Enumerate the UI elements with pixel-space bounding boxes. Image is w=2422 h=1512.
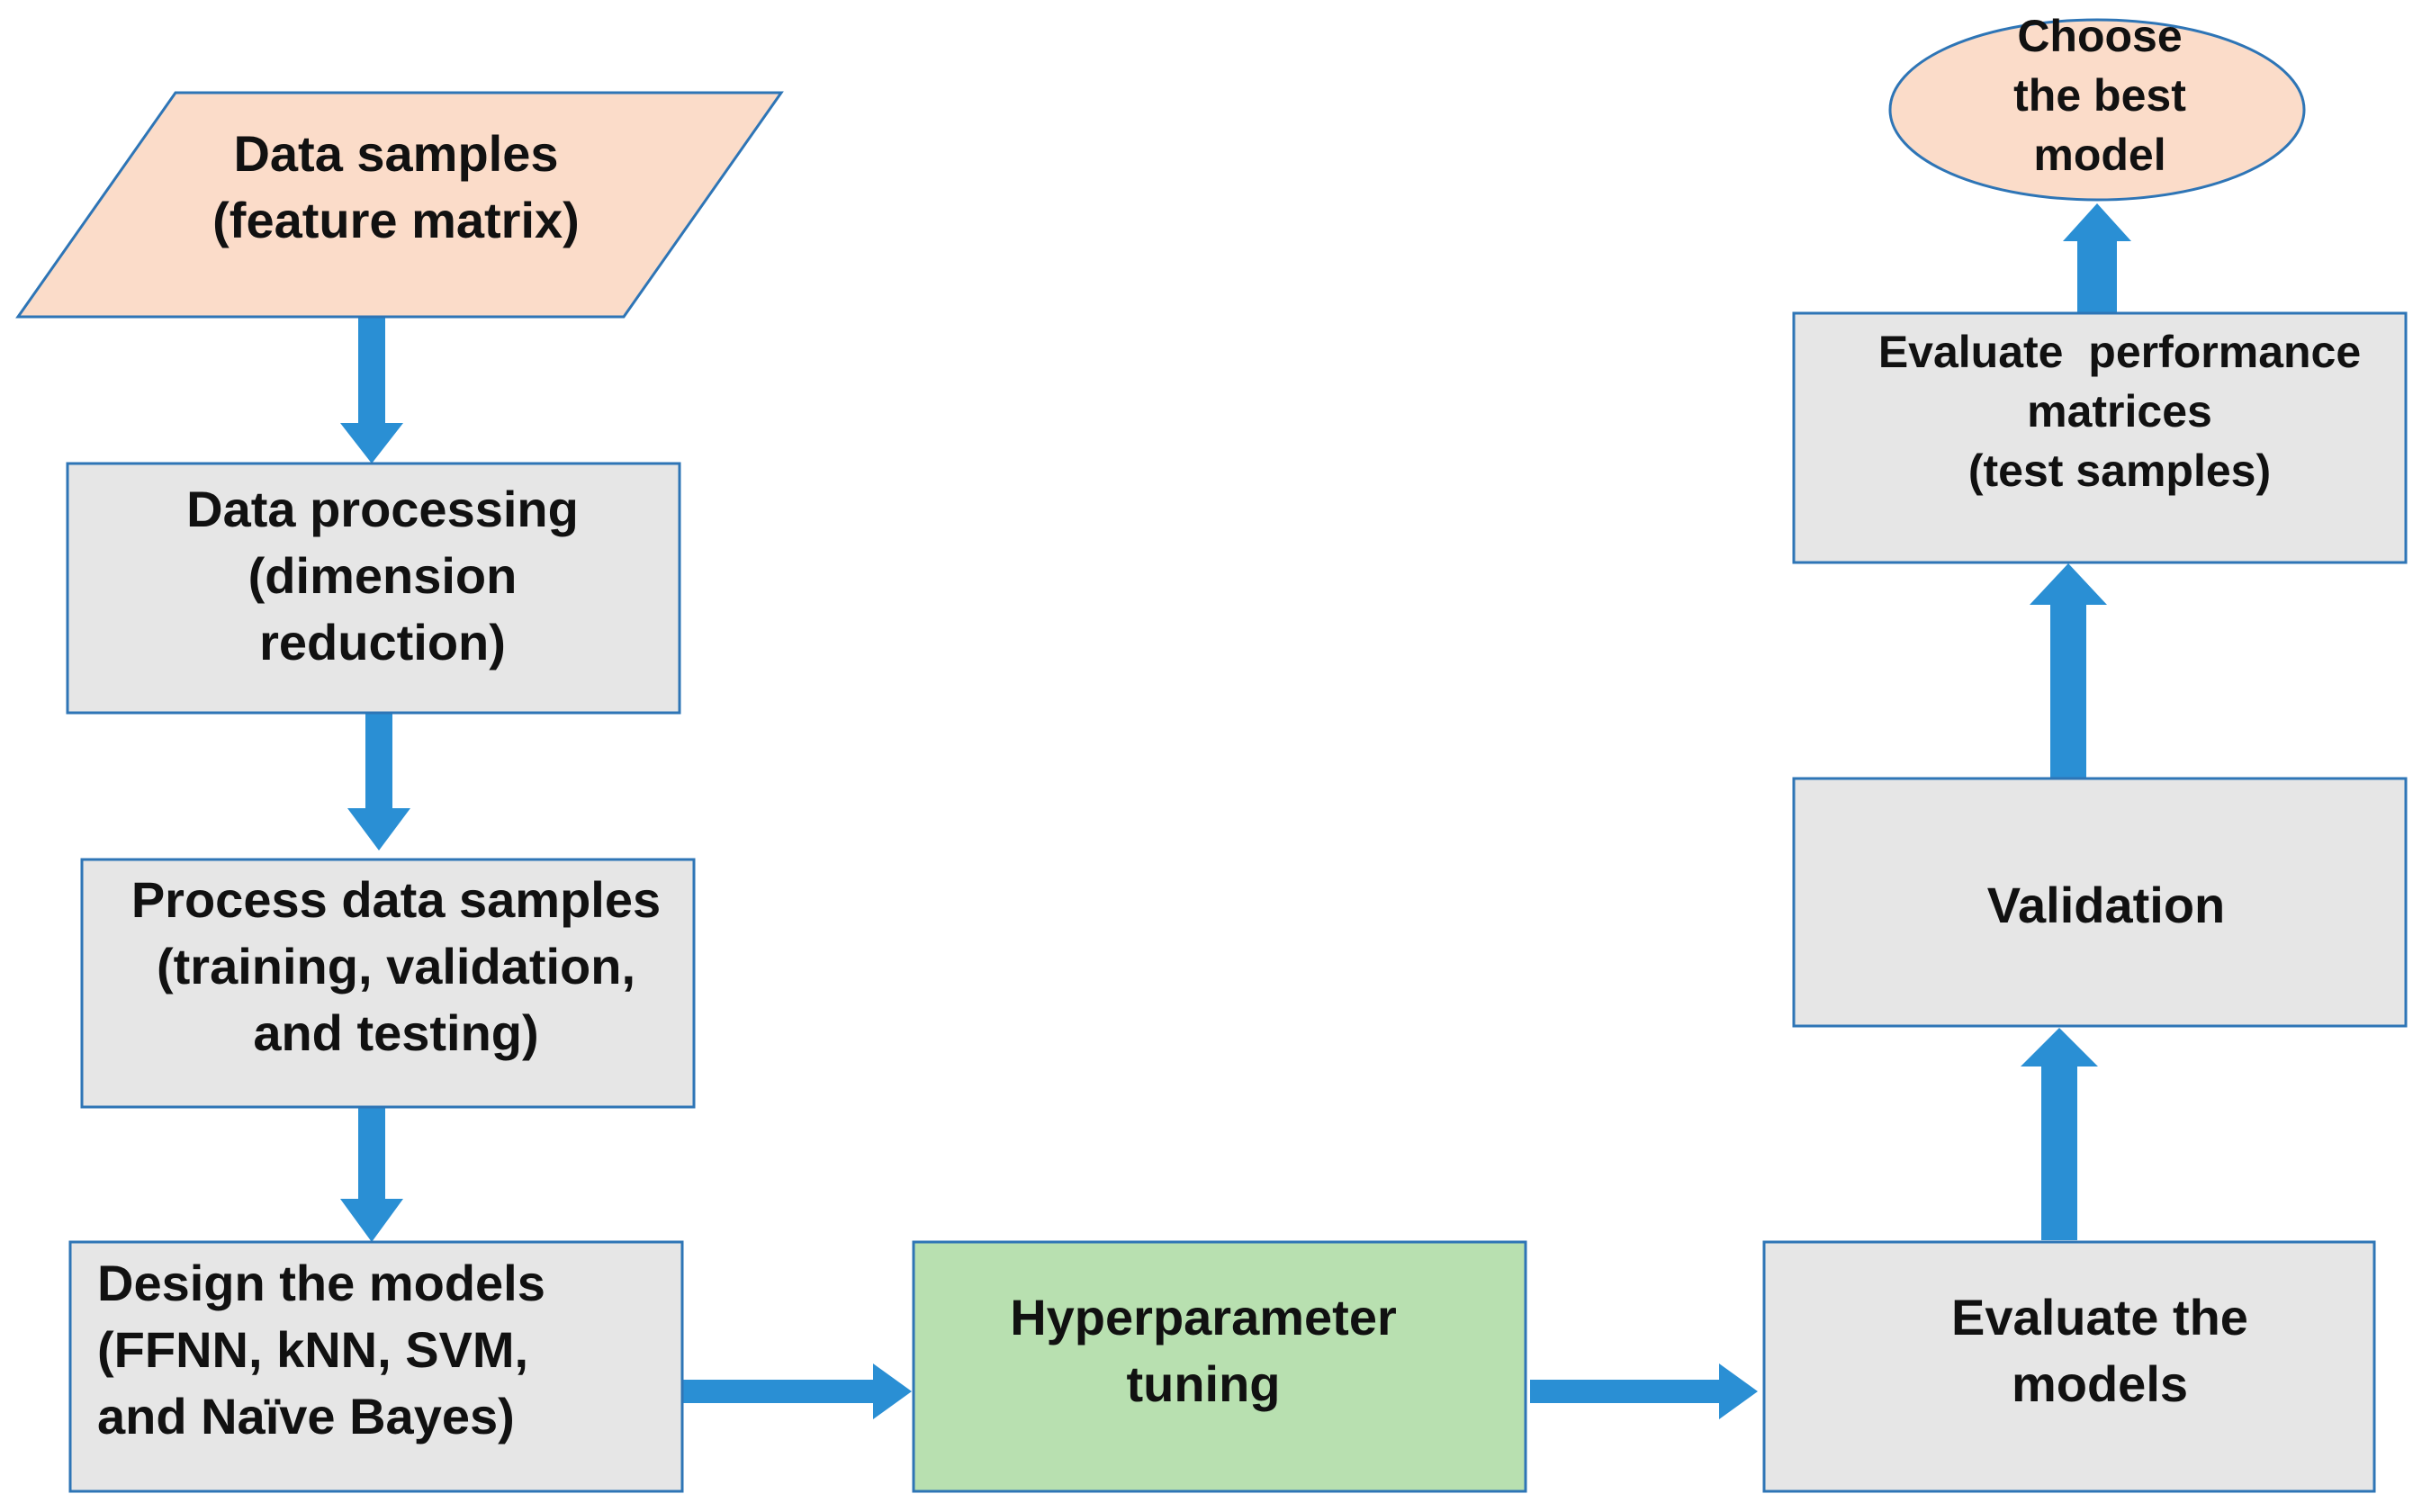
label-line: and Naïve Bayes) — [97, 1388, 515, 1444]
label-line: reduction) — [259, 614, 506, 670]
label-line: (feature matrix) — [212, 192, 580, 248]
evaluate-performance-label: Evaluate performance matrices (test sample… — [1878, 327, 2361, 496]
choose-best-model-label: Choose the best model — [2013, 11, 2186, 180]
label-line: and testing) — [253, 1004, 538, 1061]
label-line: (dimension — [248, 547, 518, 604]
label-line: Validation — [1987, 877, 2226, 933]
validation-node — [1792, 777, 2408, 1028]
process-samples-label: Process data samples (training, validatio… — [131, 871, 661, 1061]
label-line: Hyperparameter — [1010, 1289, 1397, 1346]
arrow-design-to-tuning — [682, 1364, 912, 1419]
arrow-tuning-to-evaluate — [1530, 1364, 1758, 1419]
design-models-node — [68, 1240, 684, 1493]
data-processing-label: Data processing (dimension reduction) — [186, 481, 579, 670]
arrow-evaluate-to-validation — [2021, 1028, 2098, 1240]
hyperparameter-tuning-label: Hyperparameter tuning — [1010, 1289, 1397, 1412]
label-line: model — [2033, 130, 2165, 180]
process-samples-node — [80, 858, 696, 1109]
label-line: tuning — [1126, 1355, 1280, 1412]
label-line: (FFNN, kNN, SVM, — [97, 1321, 528, 1378]
arrows — [340, 203, 2131, 1419]
label-line: (training, validation, — [157, 938, 635, 994]
label-line: matrices — [2027, 386, 2212, 436]
arrow-performance-to-choose — [2063, 203, 2131, 312]
label-line: Data samples — [233, 125, 558, 182]
data-samples-node — [15, 91, 784, 319]
label-line: the best — [2013, 70, 2186, 121]
design-models-label: Design the models (FFNN, kNN, SVM, and Naï… — [97, 1255, 545, 1444]
label-line: Evaluate performance — [1878, 327, 2361, 377]
arrow-validation-to-performance — [2030, 563, 2107, 778]
arrow-samples-to-processing — [340, 317, 403, 464]
label-line: Design the models — [97, 1255, 545, 1311]
label-line: Process data samples — [131, 871, 661, 928]
choose-best-model-node — [1888, 18, 2306, 202]
label-line: Choose — [2017, 11, 2182, 61]
label-line: Data processing — [186, 481, 579, 537]
evaluate-models-label: Evaluate the models — [1951, 1289, 2248, 1412]
hyperparameter-tuning-node — [912, 1240, 1527, 1493]
evaluate-performance-node — [1792, 311, 2408, 564]
arrow-processing-to-process-samples — [347, 713, 410, 850]
arrow-process-samples-to-design — [340, 1107, 403, 1242]
label-line: models — [2012, 1355, 2188, 1412]
validation-label: Validation — [1987, 877, 2226, 933]
data-processing-node — [66, 462, 681, 715]
label-line: (test samples) — [1968, 446, 2271, 496]
evaluate-models-node — [1762, 1240, 2376, 1493]
label-line: Evaluate the — [1951, 1289, 2248, 1346]
data-samples-label: Data samples (feature matrix) — [212, 125, 580, 248]
